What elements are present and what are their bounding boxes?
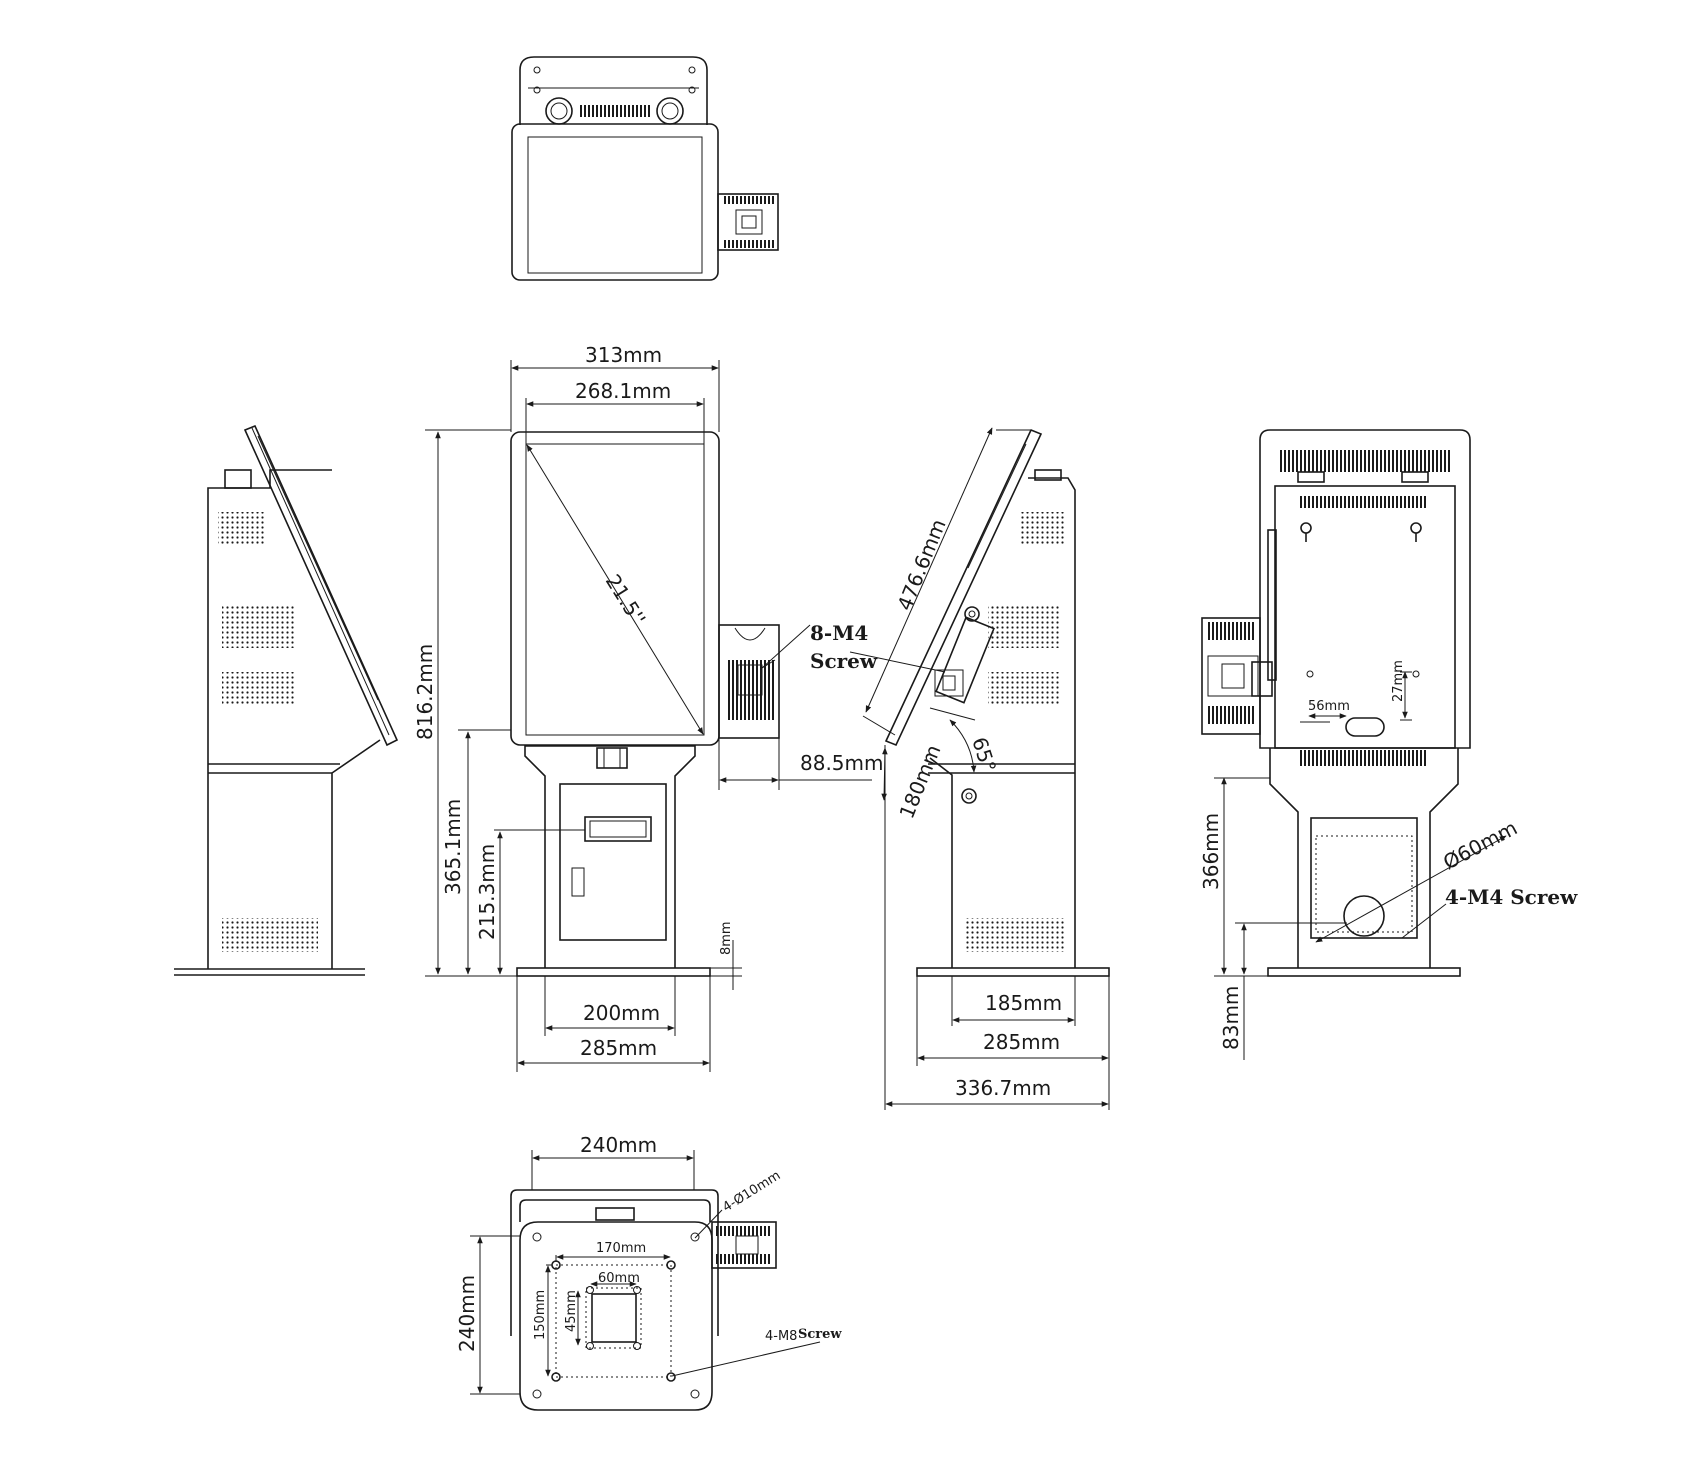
base-depth-label: 240mm — [455, 1275, 479, 1352]
front-view — [510, 431, 780, 977]
body-width-label: 200mm — [583, 1001, 660, 1025]
screw-4m8-label: 4-M8 — [765, 1329, 797, 1344]
pattern-170-label: 170mm — [596, 1241, 646, 1256]
pattern-150-label: 150mm — [533, 1290, 548, 1340]
front-base-label: 285mm — [580, 1036, 657, 1060]
hole-10-label: 4-Ø10mm — [720, 1168, 783, 1215]
back-27-label: 27mm — [1391, 660, 1406, 702]
front-dimensions — [425, 360, 872, 1072]
diagonal-label: 21.5'' — [601, 570, 651, 630]
back-56-label: 56mm — [1308, 699, 1350, 714]
plate-thickness-label: 8mm — [719, 921, 734, 955]
base-view — [470, 1150, 821, 1411]
screw-4m8-word: Screw — [798, 1327, 842, 1342]
screw-8m4-label: 8-M4 — [810, 621, 868, 645]
lower-height-label: 365.1mm — [441, 799, 465, 895]
angle-label: 65° — [967, 734, 1001, 775]
pattern-45-label: 45mm — [564, 1290, 579, 1332]
back-view — [1201, 429, 1507, 1060]
back-diameter-label: Ø60mm — [1439, 816, 1521, 875]
side-depth-label: 336.7mm — [955, 1076, 1051, 1100]
side-body-label: 185mm — [985, 991, 1062, 1015]
screw-8m4-word: Screw — [810, 649, 878, 673]
right-side-view — [849, 427, 1110, 1110]
total-height-label: 816.2mm — [413, 644, 437, 740]
screen-width-label: 268.1mm — [575, 379, 671, 403]
offset-label: 88.5mm — [800, 751, 884, 775]
front-width-label: 313mm — [585, 343, 662, 367]
screw-4m4-label: 4-M4 Screw — [1445, 885, 1578, 909]
left-side-view — [174, 424, 399, 976]
slant-lower-label: 180mm — [894, 741, 945, 822]
slant-length-label: 476.6mm — [892, 516, 950, 614]
back-366-label: 366mm — [1199, 813, 1223, 890]
pattern-60-label: 60mm — [598, 1271, 640, 1286]
base-width-label: 240mm — [580, 1133, 657, 1157]
top-view — [511, 56, 779, 281]
back-83-label: 83mm — [1219, 986, 1243, 1050]
side-base-label: 285mm — [983, 1030, 1060, 1054]
printer-height-label: 215.3mm — [475, 844, 499, 940]
